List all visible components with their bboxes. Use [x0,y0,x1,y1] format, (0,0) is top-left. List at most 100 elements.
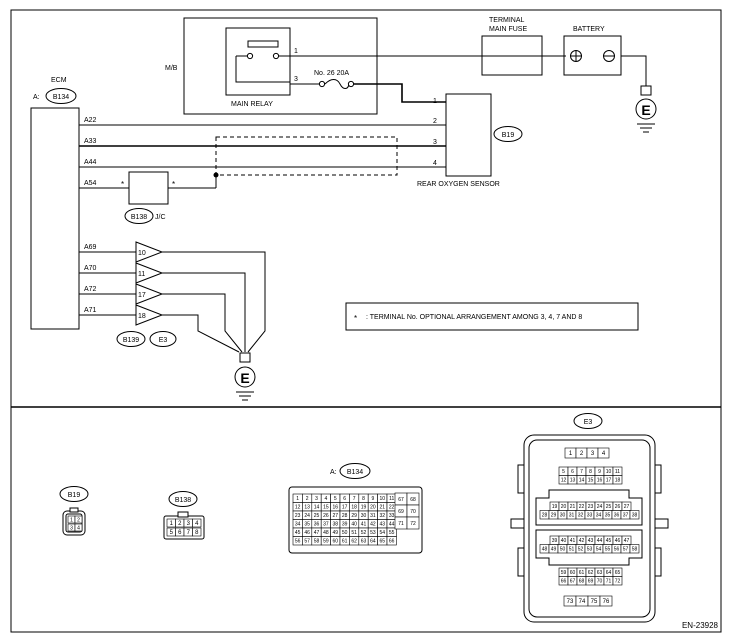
e3-pin-19: 19 [552,504,558,510]
b19-badge [493,126,523,142]
e3-pin-6: 6 [571,469,574,475]
b19-pin-2: 2 [77,517,80,523]
e3-pin-67: 67 [570,579,576,585]
e3-pin-40: 40 [561,538,567,544]
e3-pin-75: 75 [591,599,598,605]
b19-badge-text: B19 [502,132,515,139]
e3-pin-38: 38 [632,513,638,519]
b134-pin-60: 60 [333,539,339,545]
shield-dashed-box [215,136,398,176]
b138-pin-4: 4 [195,521,199,527]
e3-pin-2: 2 [580,451,584,457]
e3-pin-15: 15 [588,478,594,484]
ground-top-icon [635,98,657,120]
wire-battery-ground [621,55,647,86]
b134-pin-35: 35 [304,522,310,528]
e3-pin-43: 43 [588,538,594,544]
b138-pin-4-cell [192,518,202,528]
e3-pin-28: 28 [542,513,548,519]
b138-pin-1: 1 [170,521,174,527]
diagram-frame [10,9,722,633]
b134-pin-57: 57 [304,539,310,545]
b134-pin-59: 59 [323,539,329,545]
e3-pin-49: 49 [551,547,557,553]
b134-face-badge-text: B134 [347,469,363,476]
joint-pin-10: 10 [138,250,146,257]
b134-pin-13: 13 [304,505,310,511]
e3-pin-76-cell [599,595,613,607]
e3-pin-11: 11 [615,469,620,475]
rear-oxygen-sensor-box [445,93,492,177]
b134-pin-12: 12 [295,505,301,511]
b134-pin-71: 71 [398,521,404,527]
star-mark-right: * [172,180,175,189]
b134-pin-69: 69 [398,509,404,515]
b134-pin-56: 56 [295,539,301,545]
relay-contact-right [272,52,280,60]
ecm-pin-a54: A54 [84,180,97,187]
e3-rib-left-top [517,464,525,494]
ecm-box [30,107,80,330]
e3-face-badge [573,413,603,429]
b19-face-badge [59,486,89,502]
joint-terminal-10 [135,241,164,263]
ecm-pin-a44: A44 [84,159,97,166]
battery-positive-terminal [570,50,582,62]
e3-pin-32: 32 [578,513,584,519]
b134-pin-17: 17 [342,505,348,511]
b134-pin-8: 8 [362,496,365,502]
e3-pin-63: 63 [597,570,603,576]
relay-pin-3: 3 [294,76,298,83]
b134-pin-31: 31 [370,513,376,519]
e3-rib-left-bottom [517,547,525,577]
fuse-terminal-left [318,80,326,88]
e3-latch-left [510,518,525,529]
joint-pin-18: 18 [138,313,146,320]
sensor-pin-4: 4 [433,160,437,167]
b134-pin-30: 30 [361,513,367,519]
b134-pin-66-cell [386,536,397,546]
e3-pin-16: 16 [597,478,603,484]
e3-pin-25: 25 [606,504,612,510]
sensor-pin-3: 3 [433,139,437,146]
ground-top-letter: E [641,102,650,118]
e3-pin-29: 29 [551,513,557,519]
mb-box [183,17,378,115]
e3-pin-1: 1 [569,451,573,457]
b134-pin-19: 19 [361,505,367,511]
b134-pin-29: 29 [351,513,357,519]
e3-pin-58: 58 [632,547,638,553]
e3-pin-58-cell [629,544,640,554]
b134-pin-63: 63 [361,539,367,545]
b138-pin-8: 8 [195,530,199,536]
b134-face-prefix: A: [330,469,337,476]
b134-pin-4: 4 [325,496,328,502]
ecm-pin-a70: A70 [84,265,97,272]
main-relay-coil [247,40,279,48]
star-mark-left: * [121,180,124,189]
b134-pin-27: 27 [333,513,339,519]
terminal-main-fuse [481,35,543,76]
b134-pin-43: 43 [380,522,386,528]
e3-pin-10: 10 [606,469,612,475]
e3-pin-59: 59 [561,570,567,576]
b134-pin-41: 41 [361,522,367,528]
note-star: * [354,314,357,323]
b134-badge-text: B134 [53,94,69,101]
b134-pin-22: 22 [389,505,395,511]
b19-face-latch [69,507,79,513]
jc-label: J/C [155,214,166,221]
b19-pin-1: 1 [70,517,73,523]
b134-pin-45: 45 [295,530,301,536]
b134-pin-44: 44 [389,522,395,528]
b134-pin-42: 42 [370,522,376,528]
e3-rib-right-bottom [654,547,662,577]
b134-pin-68: 68 [410,497,416,503]
e3-pin-68: 68 [579,579,585,585]
b134-pin-20: 20 [370,505,376,511]
b134-pin-25: 25 [314,513,320,519]
